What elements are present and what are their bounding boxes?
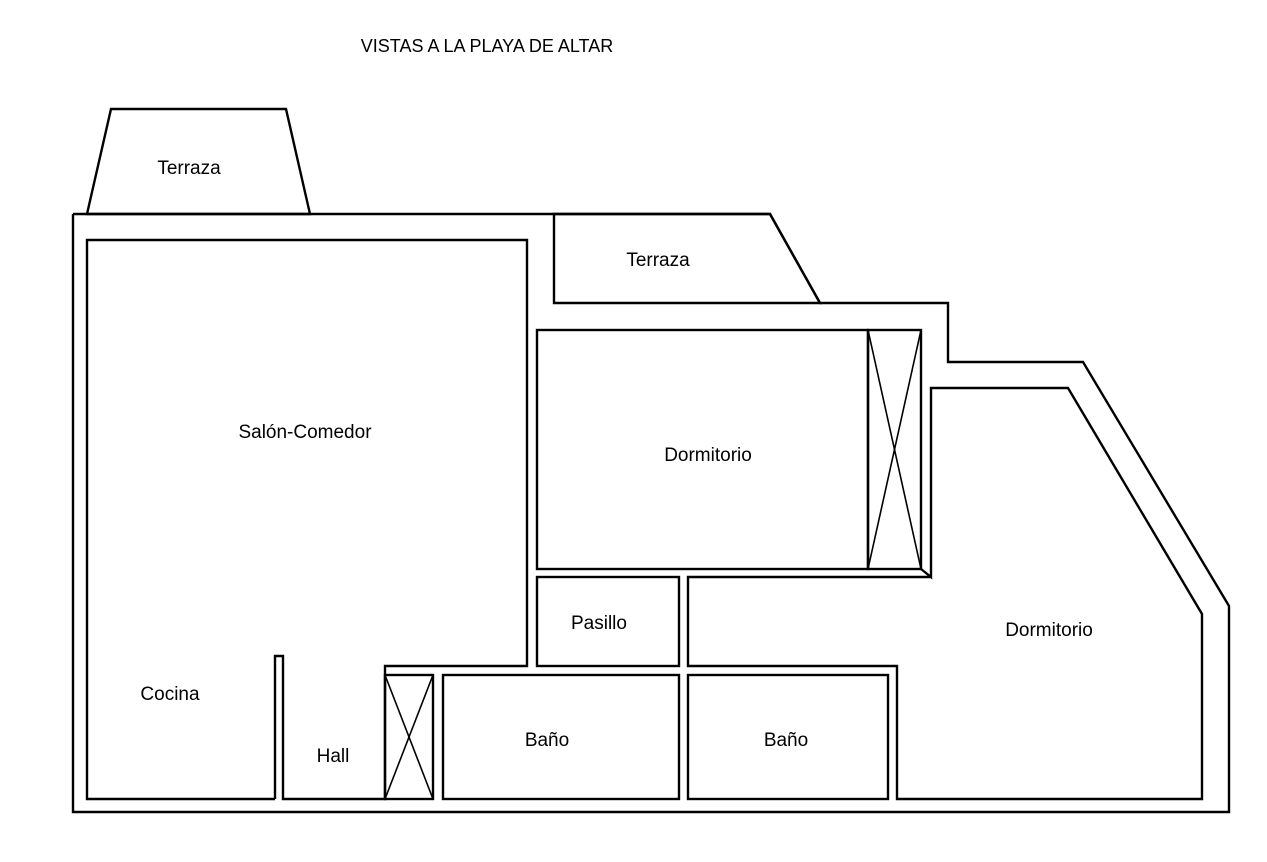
living-dining-label: Salón-Comedor (238, 422, 372, 443)
bedroom-second-label: Dormitorio (1005, 620, 1093, 641)
entrance-hall-label: Hall (317, 746, 350, 767)
closet-hall-outline (383, 673, 435, 801)
bedroom-second-outline (686, 386, 1204, 801)
wardrobe-main-outline (866, 328, 923, 571)
bathroom-left-outline (441, 673, 681, 801)
plan-title: VISTAS A LA PLAYA DE ALTAR (361, 36, 613, 56)
terrace-middle-outline (552, 212, 823, 305)
hallway-outline (535, 575, 681, 668)
wardrobe-main-cross (867, 329, 922, 570)
bathroom-left-label: Baño (525, 730, 569, 751)
terrace-middle-label: Terraza (626, 250, 690, 271)
terrace-upper-label: Terraza (157, 158, 221, 179)
closet-hall-cross (384, 674, 434, 800)
living-dining-outline (85, 238, 529, 801)
bedroom-main-label: Dormitorio (664, 445, 752, 466)
hallway-label: Pasillo (571, 613, 627, 634)
bathroom-right-label: Baño (764, 730, 808, 751)
kitchen-label: Cocina (140, 684, 200, 705)
bathroom-right-outline (686, 673, 890, 801)
